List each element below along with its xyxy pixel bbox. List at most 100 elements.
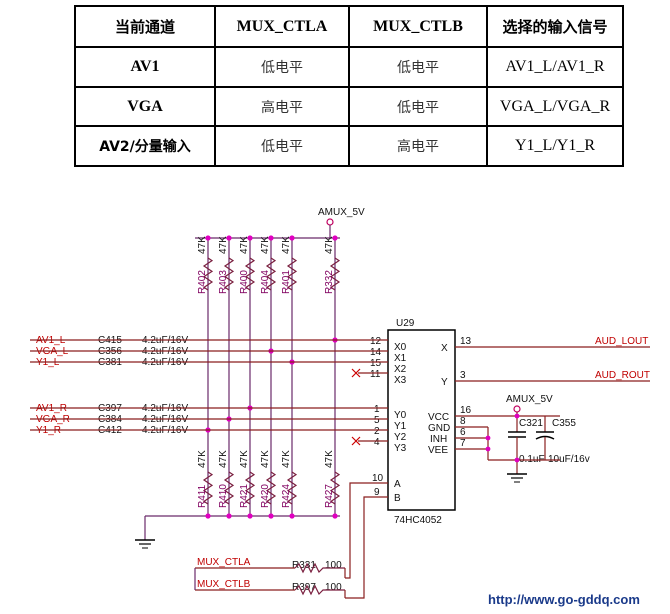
pullup-ref: R400: [239, 270, 250, 294]
pin-name: X: [441, 343, 448, 354]
pin-number: 12: [370, 336, 382, 347]
pin-number: 6: [460, 427, 466, 438]
pulldown-ref: R420: [260, 484, 271, 508]
watermark: http://www.go-gddq.com: [488, 592, 640, 607]
pullup-resistor: [202, 257, 214, 291]
pullup-labels: R402 47K R403 47K R400 47K R404 47K R401…: [197, 236, 335, 294]
header-current-channel: 当前通道: [74, 4, 216, 49]
r331-resistor: [294, 562, 345, 574]
row-ctlb: 低电平: [348, 46, 488, 88]
pulldown-resistor: [202, 471, 214, 505]
control-res-ref: R397: [292, 582, 316, 593]
pullup-value: 47K: [239, 236, 250, 254]
control-res-ref: R331: [292, 560, 316, 571]
no-connect-mark: [351, 368, 361, 378]
pin-name: X0: [394, 342, 407, 353]
junction-dot: [332, 513, 338, 519]
row-signal: VGA_L/VGA_R: [486, 85, 624, 128]
control-res-value: 100: [325, 582, 342, 593]
pin-number: 1: [374, 404, 380, 415]
header-mux-ctlb: MUX_CTLB: [348, 4, 488, 49]
pullup-resistor: [223, 257, 235, 291]
row-channel: VGA: [74, 85, 216, 128]
row-ctlb: 高电平: [348, 125, 488, 167]
pulldown-labels: R411 47K R410 47K R421 47K R420 47K R424…: [197, 450, 335, 508]
pullup-ref: R332: [324, 270, 335, 294]
pullup-resistor: [286, 257, 298, 291]
pin-name: A: [394, 479, 401, 490]
pulldown-value: 47K: [281, 450, 292, 468]
pin-number: 16: [460, 405, 472, 416]
pin-name: Y2: [394, 432, 407, 443]
junction-dot: [268, 235, 274, 241]
mux-schematic: AMUX_5V R402 47K R403 47K R400 47K R404 …: [30, 207, 650, 599]
pullup-resistor: [265, 257, 277, 291]
table-row: AV2/分量输入 低电平 高电平 Y1_L/Y1_R: [74, 125, 624, 167]
decoupling-caps: C321 0.1uF C355 10uF/16v: [519, 418, 590, 465]
pullup-value: 47K: [281, 236, 292, 254]
input-signals: AV1_L C415 4.2uF/16V VGA_L C356 4.2uF/16…: [36, 335, 188, 436]
pulldown-value: 47K: [239, 450, 250, 468]
pin-number: 15: [370, 358, 382, 369]
power-symbol-right: AMUX_5V: [506, 394, 553, 413]
header-selected-input: 选择的输入信号: [486, 4, 624, 49]
pin-name: Y: [441, 377, 448, 388]
pin-name: Y0: [394, 410, 407, 421]
row-channel: AV2/分量输入: [74, 125, 216, 167]
pullup-resistor: [244, 257, 256, 291]
cap-ref: C321: [519, 418, 543, 429]
ctla-wire: [345, 482, 388, 579]
junction-dot: [485, 446, 491, 452]
control-net-label: MUX_CTLA: [197, 557, 251, 568]
chip-ref: U29: [396, 318, 415, 329]
table-row: AV1 低电平 低电平 AV1_L/AV1_R: [74, 46, 624, 88]
cap-ref: C355: [552, 418, 576, 429]
junction-dot: [514, 457, 520, 463]
pin-number: 4: [374, 437, 380, 448]
power-label-right: AMUX_5V: [506, 394, 553, 405]
no-connect-mark: [351, 436, 361, 446]
pullup-ref: R404: [260, 270, 271, 294]
pin-name: B: [394, 493, 401, 504]
pin-number: 2: [374, 426, 380, 437]
junction-dot: [485, 435, 491, 441]
pin-number: 13: [460, 336, 472, 347]
junction-dot: [226, 235, 232, 241]
row-ctla: 高电平: [214, 85, 350, 128]
table-row: VGA 高电平 低电平 VGA_L/VGA_R: [74, 85, 624, 128]
control-res-value: 100: [325, 560, 342, 571]
pin-number: 10: [372, 473, 384, 484]
mux-chip: U29 74HC4052: [387, 318, 456, 526]
output-signals: AUD_LOUT AUD_ROUT: [595, 336, 650, 381]
junction-dot: [226, 513, 232, 519]
r397-resistor: [294, 584, 345, 596]
channel-select-table: 当前通道 MUX_CTLA MUX_CTLB 选择的输入信号 AV1 低电平 低…: [74, 4, 624, 167]
output-net-label: AUD_ROUT: [595, 370, 650, 381]
pullup-ref: R403: [218, 270, 229, 294]
pulldown-resistor: [286, 471, 298, 505]
chip-pins: X0 12 X1 14 X2 15 X3 11 Y0 1 Y1 5 Y2 2 Y…: [370, 336, 472, 504]
pin-name: X3: [394, 375, 407, 386]
row-ctla: 低电平: [214, 46, 350, 88]
pulldown-ref: R411: [197, 484, 208, 508]
junction-dot: [332, 235, 338, 241]
pin-name: X1: [394, 353, 407, 364]
row-ctlb: 低电平: [348, 85, 488, 128]
pin-number: 7: [460, 438, 466, 449]
pullup-value: 47K: [324, 236, 335, 254]
row-channel: AV1: [74, 46, 216, 88]
wires: [30, 339, 650, 599]
pin-name: INH: [430, 434, 447, 445]
pulldown-value: 47K: [260, 450, 271, 468]
ground-symbol-left: [135, 515, 195, 549]
pulldown-value: 47K: [324, 450, 335, 468]
pin-number: 5: [374, 415, 380, 426]
pullup-value: 47K: [197, 236, 208, 254]
pullup-ref: R401: [281, 270, 292, 294]
pullup-ref: R402: [197, 270, 208, 294]
header-mux-ctla: MUX_CTLA: [214, 4, 350, 49]
junction-dot: [268, 513, 274, 519]
pulldown-ref: R410: [218, 484, 229, 508]
pullup-value: 47K: [260, 236, 271, 254]
power-label-top: AMUX_5V: [318, 207, 365, 218]
